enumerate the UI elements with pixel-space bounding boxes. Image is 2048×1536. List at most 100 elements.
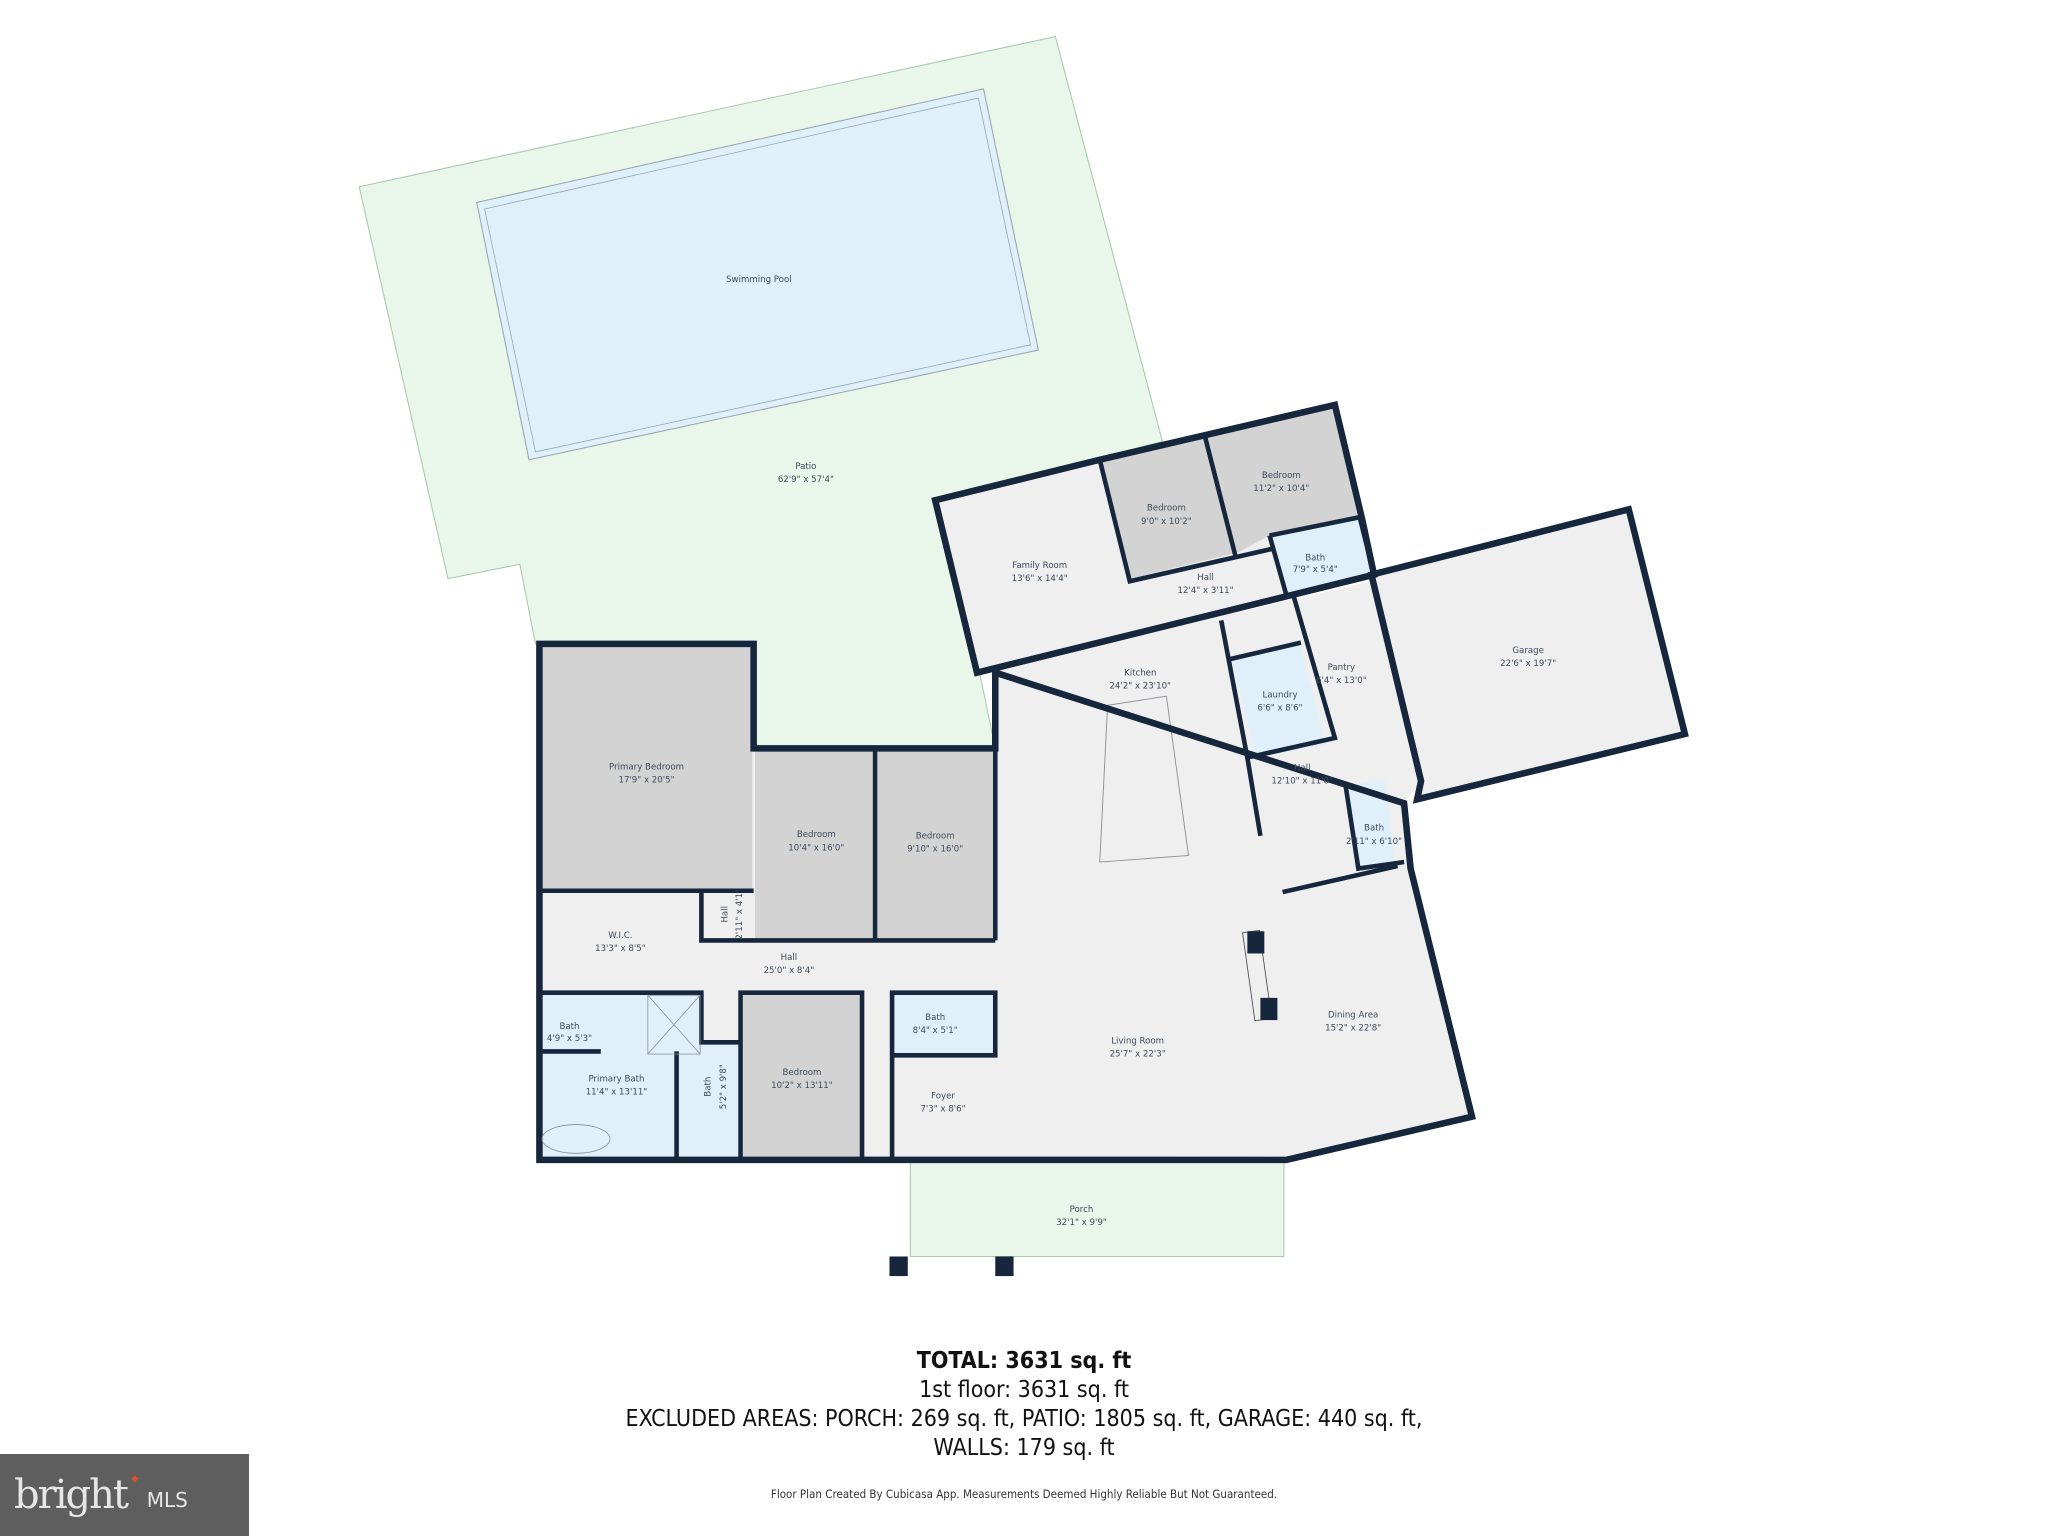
room-dims: 7'3" x 8'6" bbox=[920, 1105, 965, 1115]
room-label: Hall bbox=[1197, 573, 1214, 583]
room-dims: 32'1" x 9'9" bbox=[1056, 1218, 1107, 1228]
room-label: Pantry bbox=[1328, 663, 1356, 673]
logo-suffix: MLS bbox=[146, 1488, 188, 1512]
room-dims: 6'6" x 8'6" bbox=[1257, 704, 1302, 714]
room-dims: 25'7" x 22'3" bbox=[1110, 1050, 1166, 1060]
bedroom-ne2-floor bbox=[1206, 408, 1359, 554]
interior-wall bbox=[1267, 534, 1289, 597]
room-label: Hall bbox=[721, 906, 731, 923]
logo-wordmark: bright bbox=[14, 1472, 129, 1518]
room-label: W.I.C. bbox=[608, 931, 632, 941]
bath-ne-floor bbox=[1272, 517, 1375, 596]
room-dims: 11'4" x 13'11" bbox=[586, 1088, 648, 1098]
interior-wall bbox=[539, 990, 741, 1045]
bedroom-w1-floor bbox=[754, 751, 876, 941]
room-dims: 9'0" x 10'2" bbox=[1141, 517, 1192, 527]
garage-floor bbox=[1371, 509, 1685, 800]
room-label: Swimming Pool bbox=[726, 275, 792, 285]
room-dims: 15'2" x 22'8" bbox=[1325, 1024, 1381, 1034]
room-label: Bedroom bbox=[782, 1068, 821, 1078]
room-dims: 2'11" x 6'10" bbox=[1346, 837, 1402, 847]
pool-edge bbox=[484, 97, 1031, 453]
room-label: Bedroom bbox=[797, 830, 836, 840]
room-dims: 10'4" x 16'0" bbox=[788, 843, 844, 853]
bath-w2-floor bbox=[676, 1042, 741, 1159]
bedroom-ne1-floor bbox=[1102, 436, 1233, 579]
swimming-pool bbox=[476, 88, 1039, 461]
room-dims: 13'6" x 14'4" bbox=[1012, 574, 1068, 584]
room-label: Bath bbox=[1305, 553, 1325, 563]
primary-bedroom-floor bbox=[542, 646, 753, 891]
room-label: Bath bbox=[925, 1013, 945, 1023]
room-label: Bedroom bbox=[1147, 504, 1186, 514]
bathtub bbox=[541, 1124, 611, 1154]
room-label: Bath bbox=[559, 1022, 579, 1032]
room-dims: 10'2" x 13'11" bbox=[771, 1081, 833, 1091]
room-dims: 2'11" x 4'1" bbox=[735, 889, 745, 940]
room-dims: 12'4" x 3'11" bbox=[1178, 586, 1234, 596]
garage-wall bbox=[1367, 505, 1689, 804]
room-dims: 12'10" x 11'0" bbox=[1271, 777, 1333, 787]
bedroom-w2-floor bbox=[877, 751, 994, 941]
room-label: Laundry bbox=[1262, 690, 1297, 700]
interior-wall bbox=[1282, 863, 1399, 895]
room-label: Porch bbox=[1070, 1205, 1094, 1215]
room-dims: 7'9" x 5'4" bbox=[1293, 565, 1338, 575]
porch-post bbox=[889, 1256, 908, 1277]
interior-wall bbox=[889, 990, 998, 1160]
room-label: Primary Bath bbox=[588, 1074, 644, 1084]
room-dims: 25'0" x 8'4" bbox=[764, 966, 815, 976]
room-dims: 24'2" x 23'10" bbox=[1109, 681, 1171, 691]
interior-wall bbox=[1343, 783, 1405, 872]
interior-wall bbox=[1227, 640, 1302, 662]
exterior-wall bbox=[536, 640, 1476, 1164]
room-dims: 62'9" x 57'4" bbox=[778, 475, 834, 485]
room-dims: 6'4" x 13'0" bbox=[1316, 676, 1367, 686]
porch-area bbox=[909, 1159, 1285, 1258]
fireplace-block bbox=[1260, 997, 1278, 1021]
room-label: Hall bbox=[1294, 764, 1311, 774]
room-label: Bath bbox=[1364, 824, 1384, 834]
logo-star-icon: ✦ bbox=[128, 1471, 141, 1487]
room-label: Family Room bbox=[1012, 561, 1067, 571]
interior-wall bbox=[1245, 757, 1263, 837]
room-label: Living Room bbox=[1111, 1037, 1164, 1047]
interior-wall bbox=[976, 514, 1377, 675]
room-dims: 5'2" x 9'8" bbox=[719, 1064, 729, 1109]
room-dims: 9'10" x 16'0" bbox=[907, 845, 963, 855]
interior-wall bbox=[1218, 593, 1338, 761]
laundry-floor bbox=[1231, 643, 1326, 758]
shower bbox=[647, 995, 701, 1055]
excluded-areas: EXCLUDED AREAS: PORCH: 269 sq. ft, PATIO… bbox=[625, 1406, 1423, 1432]
room-dims: 22'6" x 19'7" bbox=[1500, 659, 1556, 669]
disclaimer: Floor Plan Created By Cubicasa App. Meas… bbox=[770, 1487, 1278, 1501]
room-dims: 8'4" x 5'1" bbox=[913, 1026, 958, 1036]
room-label: Kitchen bbox=[1124, 668, 1156, 678]
family-room-floor bbox=[935, 459, 1134, 673]
room-dims: 11'2" x 10'4" bbox=[1253, 484, 1309, 494]
room-label: Foyer bbox=[931, 1091, 955, 1101]
porch-post bbox=[995, 1256, 1014, 1277]
bath-e-floor bbox=[1347, 778, 1395, 868]
bright-mls-logo: bright ✦ MLS bbox=[0, 1454, 249, 1536]
bedroom-s-floor bbox=[743, 995, 863, 1159]
room-label: Primary Bedroom bbox=[609, 762, 684, 772]
total-area: TOTAL: 3631 sq. ft bbox=[916, 1348, 1132, 1374]
kitchen-island bbox=[1099, 695, 1190, 863]
room-label: Hall bbox=[781, 953, 798, 963]
room-label: Bath bbox=[704, 1077, 714, 1097]
first-floor-area: 1st floor: 3631 sq. ft bbox=[919, 1377, 1129, 1403]
interior-wall bbox=[699, 890, 996, 943]
interior-wall bbox=[1097, 459, 1274, 584]
room-label: Dining Area bbox=[1328, 1010, 1378, 1020]
room-dims: 4'9" x 5'3" bbox=[547, 1034, 592, 1044]
interior-wall bbox=[738, 990, 865, 1160]
walls-area: WALLS: 179 sq. ft bbox=[933, 1435, 1115, 1461]
fireplace-block bbox=[1247, 931, 1265, 954]
room-label: Bedroom bbox=[916, 832, 955, 842]
room-dims: 13'3" x 8'5" bbox=[595, 944, 646, 954]
room-label: Garage bbox=[1512, 646, 1544, 656]
interior-wall bbox=[1202, 433, 1238, 557]
room-label: Patio bbox=[795, 462, 816, 472]
